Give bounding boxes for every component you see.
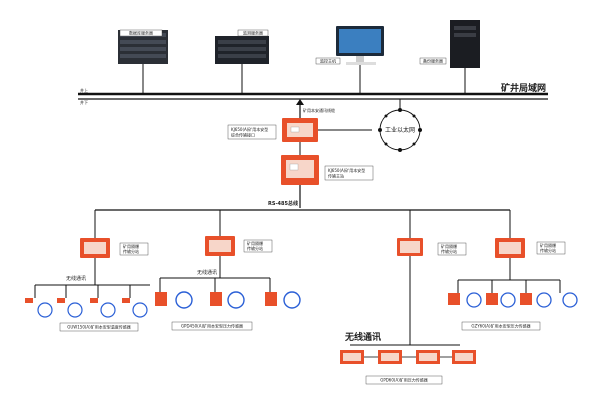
svg-text:传输主站: 传输主站 xyxy=(328,173,344,179)
svg-text:传输分站: 传输分站 xyxy=(123,248,139,254)
svg-text:矿用隔爆: 矿用隔爆 xyxy=(123,243,139,249)
middle-group-caption: GPD450(A)矿用本安型压力传感器 xyxy=(181,323,243,329)
wireless-left-label: 无线通讯 xyxy=(66,275,86,282)
middle-sensors xyxy=(155,291,301,309)
upper-substation xyxy=(282,118,318,142)
bottom-group-caption: GPD60(A)矿用压力传感器 xyxy=(380,377,428,383)
ethernet-label: 工业以太网 xyxy=(385,126,415,134)
server-label-4: 备份服务器 xyxy=(423,58,443,64)
wireless-mid-label: 无线通讯 xyxy=(197,269,217,276)
svg-text:传输分站: 传输分站 xyxy=(540,247,556,253)
comm-cable-label: 矿用本安通讯线缆 xyxy=(303,107,335,113)
below-ground-label: 井下 xyxy=(80,99,88,105)
substation-b xyxy=(205,236,235,256)
upper-substation-label: KJ650(A)矿用本安型 xyxy=(231,126,268,132)
server-label-3: 监控主机 xyxy=(320,58,336,64)
main-substation-label: KJ650(A)矿用本安型 xyxy=(328,167,365,173)
left-sensors xyxy=(25,298,148,318)
svg-text:矿用隔爆: 矿用隔爆 xyxy=(441,243,457,249)
substation-d xyxy=(495,238,525,258)
server-label-2: 监测服务器 xyxy=(243,30,263,36)
svg-text:综合传输接口: 综合传输接口 xyxy=(231,132,255,138)
svg-text:传输分站: 传输分站 xyxy=(247,245,263,251)
monitor-server xyxy=(215,36,269,64)
wireless-bottom-label: 无线通讯 xyxy=(344,331,381,343)
svg-text:传输分站: 传输分站 xyxy=(441,248,457,254)
rs485-label: RS-485总线 xyxy=(268,200,298,207)
network-title: 矿井局域网 xyxy=(501,82,546,94)
svg-text:矿用隔爆: 矿用隔爆 xyxy=(540,242,556,248)
backup-server xyxy=(450,20,480,68)
substation-c xyxy=(397,238,423,256)
server-label-1: 数据库服务器 xyxy=(129,30,153,36)
right-group-caption: GZY60(A)矿用本安型压力传感器 xyxy=(471,323,530,329)
substation-a xyxy=(80,238,110,258)
right-sensors xyxy=(448,292,578,308)
main-substation xyxy=(281,155,319,185)
left-group-caption: GUW150(A)矿用本安型温度传感器 xyxy=(67,324,130,330)
bottom-sensors xyxy=(340,350,476,364)
svg-text:矿用隔爆: 矿用隔爆 xyxy=(247,240,263,246)
monitor-workstation xyxy=(336,26,384,65)
above-ground-label: 井上 xyxy=(80,87,88,93)
